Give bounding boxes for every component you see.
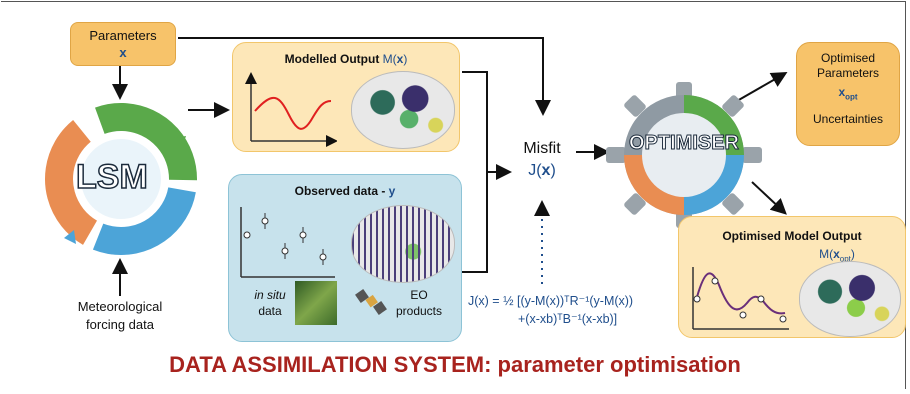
forest-photo	[295, 281, 337, 325]
mopt-func: M(	[819, 247, 834, 261]
misfit-arg: x	[541, 162, 551, 179]
eo-line2: products	[395, 304, 443, 318]
modelled-output-arg: x	[396, 52, 404, 66]
optimiser-gear-graphic	[606, 82, 762, 228]
modelled-output-box: Modelled Output M(x)	[232, 42, 460, 152]
eo-line1: EO	[410, 288, 428, 302]
cost-function: J(x) = ½ [(y-M(x))ᵀR⁻¹(y-M(x)) +(x-xb)ᵀB…	[468, 292, 668, 328]
mopt-sub: opt	[839, 254, 851, 264]
misfit-close: )	[550, 162, 556, 179]
parameters-box: Parameters x	[70, 22, 176, 66]
cost-function-line1: J(x) = ½ [(y-M(x))ᵀR⁻¹(y-M(x))	[468, 294, 634, 308]
optimised-curve-plot	[692, 267, 789, 330]
lsm-cycle-graphic	[45, 103, 197, 255]
outer-frame	[1, 1, 906, 389]
optimised-params-line2: Parameters	[816, 66, 880, 80]
optimiser-label: OPTIMISER	[628, 132, 739, 155]
modelled-curve-plot	[245, 72, 337, 147]
parameters-label: Parameters	[89, 28, 157, 43]
optimised-world-map	[799, 261, 901, 337]
insitu-italic: in situ	[254, 288, 286, 302]
modelled-world-map	[351, 71, 455, 149]
optimised-params-line3: Uncertainties	[812, 112, 884, 127]
footer-title: DATA ASSIMILATION SYSTEM: parameter opti…	[169, 352, 741, 377]
satellite-icon	[355, 289, 387, 315]
eo-label: EO products	[389, 287, 449, 319]
observed-data-box: Observed data - y in situ data EO produc…	[228, 174, 462, 342]
observed-title: Observed data - y	[229, 184, 461, 198]
misfit-block: Misfit J(x)	[504, 140, 580, 180]
cost-function-line2: +(x-xb)ᵀB⁻¹(x-xb)]	[518, 312, 618, 326]
parameters-symbol: x	[119, 45, 127, 60]
insitu-label: in situ data	[245, 287, 295, 319]
mopt-close: )	[850, 247, 855, 261]
optimised-output-title: Optimised Model Output	[722, 229, 862, 243]
observed-title-text: Observed data -	[294, 184, 389, 198]
misfit-label: Misfit	[523, 140, 561, 157]
optimised-params-symbol: xopt	[797, 85, 899, 104]
observed-world-map	[351, 205, 455, 283]
forcing-label: Meteorological forcing data	[58, 298, 182, 334]
observations-plot	[240, 207, 335, 278]
mopt-arg: x	[833, 247, 840, 261]
observed-symbol: y	[388, 184, 396, 198]
forcing-line1: Meteorological	[77, 299, 163, 314]
optimised-parameters-box: Optimised Parameters xopt Uncertainties	[796, 42, 900, 146]
misfit-func: J(	[528, 162, 542, 179]
optimised-output-func: M(xopt)	[769, 247, 905, 263]
lsm-label: LSM	[75, 157, 148, 197]
xopt-sub: opt	[845, 92, 858, 102]
optimised-output-box: Optimised Model Output M(xopt)	[678, 216, 906, 338]
modelled-output-title: Modelled Output M(x)	[233, 52, 459, 66]
modelled-output-func: M(	[382, 52, 397, 66]
modelled-output-title-text: Modelled Output	[284, 52, 380, 66]
forcing-line2: forcing data	[86, 317, 154, 332]
modelled-output-close: )	[403, 52, 408, 66]
insitu-rest: data	[258, 304, 282, 318]
optimised-params-line1: Optimised	[820, 51, 876, 65]
xopt-symbol: x	[838, 85, 846, 99]
